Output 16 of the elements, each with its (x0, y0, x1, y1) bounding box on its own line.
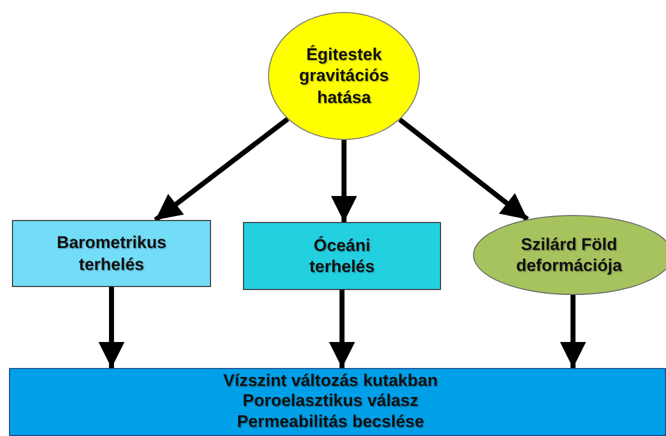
node-text: Permeabilitás becslése (236, 412, 424, 432)
node-text: Poroelasztikus válasz (242, 391, 418, 412)
process-box (12, 220, 211, 287)
node-text: Vízszint változás kutakban (223, 371, 438, 392)
arrow (154, 117, 290, 222)
arrow (560, 295, 586, 368)
process-box (243, 222, 441, 290)
arrow (331, 140, 357, 222)
node-text: Szilárd Föld deformációja (515, 234, 623, 276)
arrow (329, 290, 355, 368)
node-text: Barometrikus terhelés (56, 232, 166, 275)
arrow (98, 287, 124, 368)
node-text: Égitestek gravitációs hatása (298, 44, 390, 108)
arrow (398, 118, 529, 222)
result-band (9, 368, 666, 436)
node-text: Óceáni terhelés (308, 234, 376, 278)
